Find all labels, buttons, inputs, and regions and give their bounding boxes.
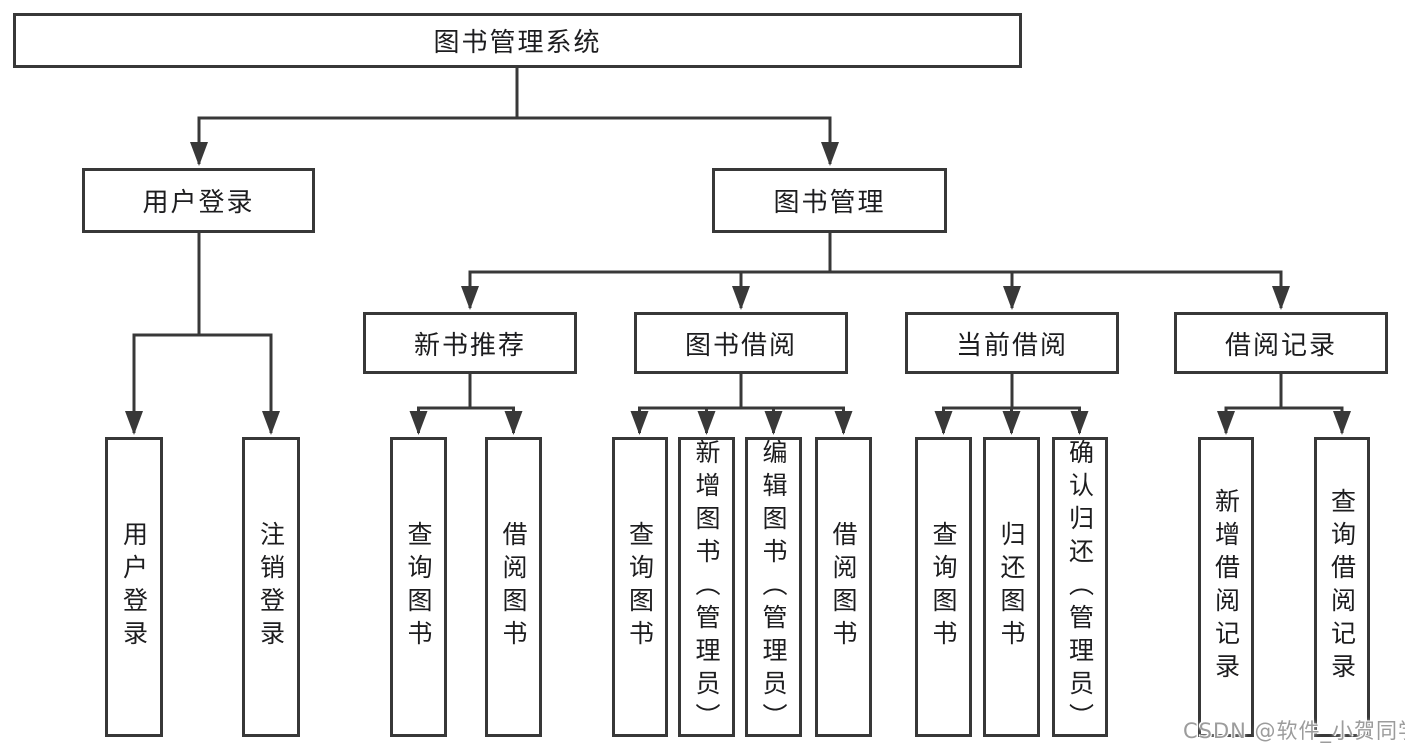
leaf-confirm-return-admin: 确认归还（管理员） [1052,437,1108,737]
leaf-add-borrow-record: 新增借阅记录 [1198,437,1254,737]
node-label: 查询图书 [929,521,958,653]
leaf-edit-books-admin: 编辑图书（管理员） [745,437,802,737]
node-label: 用户登录 [119,521,149,653]
leaf-query-books-current: 查询图书 [915,437,972,737]
node-label: 图书借阅 [684,330,797,361]
leaf-query-borrow-record: 查询借阅记录 [1314,437,1370,737]
node-label: 注销登录 [256,521,286,653]
node-borrow-records: 借阅记录 [1174,312,1388,374]
node-label: 新增借阅记录 [1211,488,1241,686]
leaf-query-books-recommend: 查询图书 [390,437,447,737]
node-new-book-recommend: 新书推荐 [363,312,577,374]
leaf-query-books-borrow: 查询图书 [612,437,668,737]
node-current-borrow: 当前借阅 [905,312,1119,374]
node-label: 借阅图书 [829,521,858,653]
node-label: 新增图书（管理员） [692,438,721,736]
node-label: 新书推荐 [413,330,526,361]
leaf-logout: 注销登录 [242,437,300,737]
leaf-user-login: 用户登录 [105,437,163,737]
node-book-management: 图书管理 [712,168,947,233]
node-label: 图书管理 [773,188,886,218]
node-book-borrow: 图书借阅 [634,312,848,374]
node-label: 归还图书 [997,521,1026,653]
csdn-watermark: CSDN @软件_小贺同学 [1183,719,1405,743]
leaf-borrow-books-recommend: 借阅图书 [485,437,542,737]
node-library-management-system: 图书管理系统 [13,13,1022,68]
node-label: 确认归还（管理员） [1065,438,1095,736]
node-label: 借阅图书 [499,521,528,653]
node-label: 查询图书 [404,521,433,653]
node-label: 借阅记录 [1224,330,1337,361]
leaf-borrow-books: 借阅图书 [815,437,872,737]
node-user-login: 用户登录 [82,168,315,233]
leaf-return-books: 归还图书 [983,437,1040,737]
node-label: 查询图书 [625,521,655,653]
node-label: 当前借阅 [955,330,1068,361]
node-label: 查询借阅记录 [1327,488,1357,686]
node-label: 编辑图书（管理员） [759,438,788,736]
leaf-add-books-admin: 新增图书（管理员） [678,437,735,737]
node-label: 用户登录 [142,188,255,218]
node-label: 图书管理系统 [433,28,602,58]
